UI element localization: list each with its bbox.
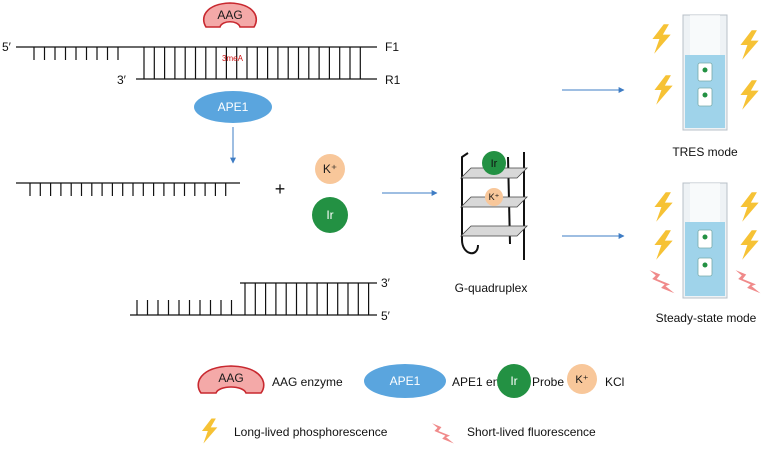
legend-probe-text: Probe xyxy=(532,375,564,389)
ape1-enzyme: APE1 xyxy=(194,91,272,123)
tres-mode-label: TRES mode xyxy=(672,145,738,159)
steady-bolt-icon-3 xyxy=(740,192,759,222)
legend-ape1-icon: APE1 xyxy=(364,364,446,398)
tres-bolt-icon-4 xyxy=(740,80,759,110)
g4-potassium xyxy=(485,188,503,206)
ape1-enzyme-label: APE1 xyxy=(218,100,249,114)
tres-bolt-icon-2 xyxy=(654,75,673,105)
label-5prime-top: 5′ xyxy=(2,40,12,54)
label-5prime-bottom: 5′ xyxy=(381,309,391,323)
bottom-duplex-dna: 3′ 5′ xyxy=(130,276,391,323)
legend-aag-icon: AAG xyxy=(197,365,265,394)
g4-probe xyxy=(482,151,506,175)
legend-fluorescence-text: Short-lived fluorescence xyxy=(467,425,596,439)
legend-kcl-icon: K⁺ xyxy=(567,364,597,394)
legend-ape1-symbol: APE1 xyxy=(390,374,421,388)
legend-aag-text: AAG enzyme xyxy=(272,375,343,389)
legend-phosphorescence-icon xyxy=(201,418,218,444)
legend-probe-symbol: Ir xyxy=(510,374,517,388)
ir-probe: Ir xyxy=(312,197,348,233)
steady-bolt-icon-1 xyxy=(654,192,673,222)
g-quadruplex-label: G-quadruplex xyxy=(455,281,528,295)
potassium-label: K⁺ xyxy=(323,162,337,176)
legend-probe-icon: Ir xyxy=(497,364,531,398)
top-duplex-dna: 5′ F1 3′ R1 3meA xyxy=(2,40,401,87)
aag-enzyme-label: AAG xyxy=(217,8,242,22)
g-quadruplex: Ir K⁺ G-quadruplex xyxy=(455,151,528,295)
legend-fluorescence-icon xyxy=(432,423,454,444)
g4-probe-label: Ir xyxy=(491,158,498,170)
legend-aag-symbol: AAG xyxy=(218,371,243,385)
label-r1: R1 xyxy=(385,73,401,87)
steady-cuvette xyxy=(682,182,728,299)
steady-bolt-icon-2 xyxy=(654,230,673,260)
steady-mode-label: Steady-state mode xyxy=(656,311,757,325)
aag-enzyme: AAG xyxy=(202,2,258,28)
steady-pink-bolt-icon-1 xyxy=(649,270,675,294)
steady-pink-bolt-icon-2 xyxy=(735,270,761,294)
tres-bolt-icon-1 xyxy=(652,24,671,54)
ir-probe-label: Ir xyxy=(326,208,333,222)
g4-potassium-label: K⁺ xyxy=(489,192,500,202)
potassium-ion: K⁺ xyxy=(315,154,345,184)
legend-phosphorescence-text: Long-lived phosphorescence xyxy=(234,425,388,439)
single-strand-dna xyxy=(16,182,240,196)
f1-single-strand-ticks xyxy=(33,47,119,60)
label-3prime-inner: 3′ xyxy=(117,73,127,87)
tres-cuvette xyxy=(682,14,728,131)
legend-kcl-symbol: K⁺ xyxy=(575,374,588,386)
steady-bolt-icon-4 xyxy=(740,230,759,260)
tres-bolt-icon-3 xyxy=(740,30,759,60)
legend-kcl-text: KCl xyxy=(605,375,624,389)
label-3prime-bottom: 3′ xyxy=(381,276,391,290)
lesion-label-3mea: 3meA xyxy=(222,54,244,63)
label-f1: F1 xyxy=(385,40,399,54)
plus-sign: + xyxy=(275,179,286,199)
duplex-base-pairs xyxy=(143,47,361,79)
legend: AAG AAG enzyme APE1 APE1 enzyme Ir Probe… xyxy=(197,364,624,444)
